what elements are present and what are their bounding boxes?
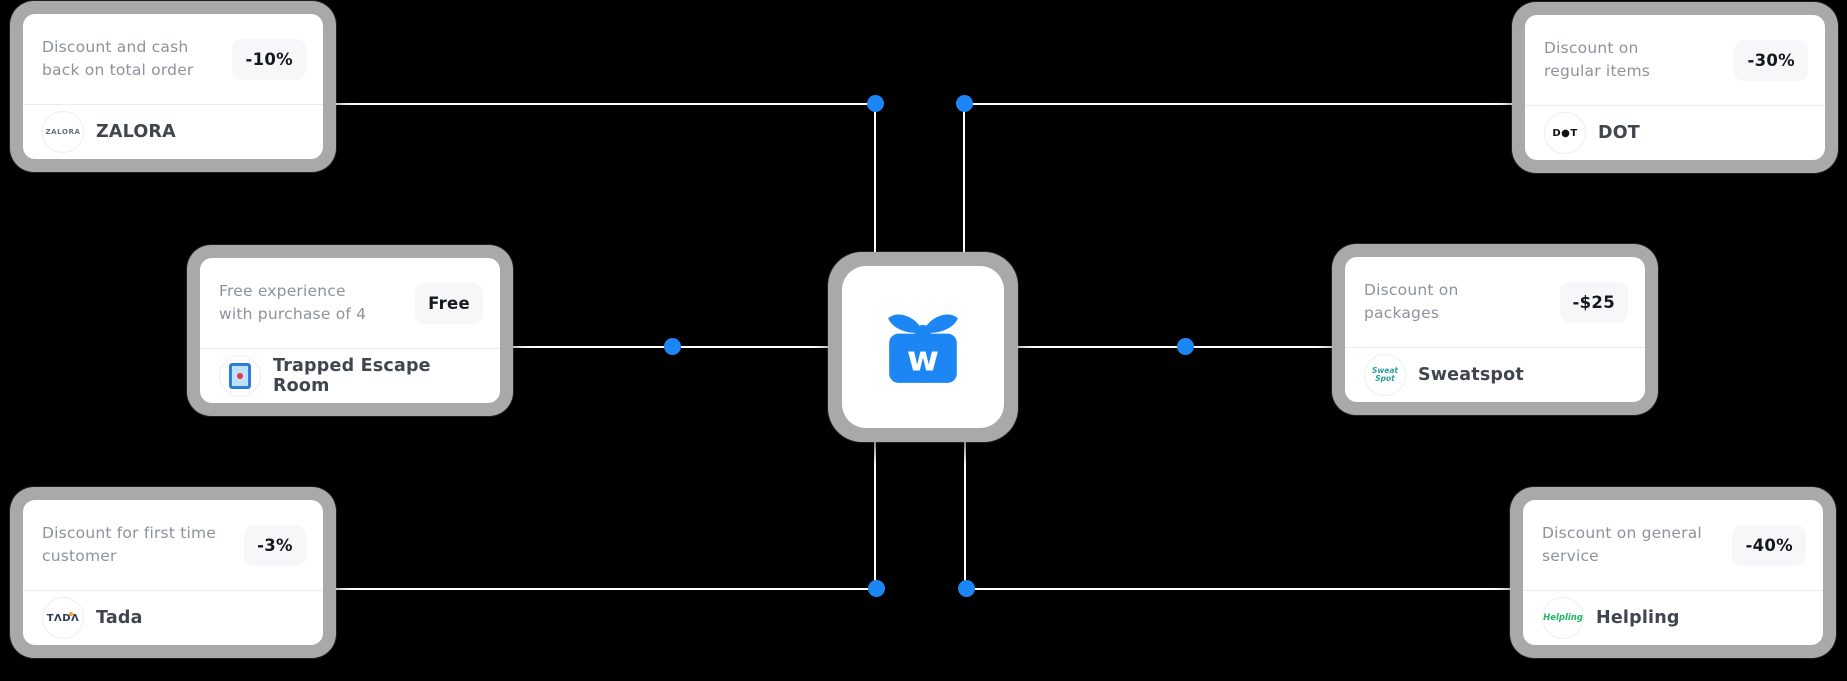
node-dot-bottom-left <box>868 580 885 597</box>
dot-logo: D●T <box>1544 112 1586 154</box>
offer-description-line1: Free experience <box>219 281 346 300</box>
sweatspot-logo-text: Sweat Spot <box>1371 365 1399 383</box>
escape-room-door-icon <box>229 363 251 389</box>
card-divider <box>23 590 323 591</box>
node-dot-top-left <box>867 95 884 112</box>
offer-card-dot-footer: D●T DOT <box>1525 106 1825 160</box>
connector-bottom-right-vertical <box>964 442 966 589</box>
tada-logo-text: TΛDΛ <box>46 611 80 624</box>
offer-card-tada: Discount for first time customer -3% TΛD… <box>10 487 336 658</box>
connector-top-right-vertical <box>963 104 965 252</box>
connector-bottom-left <box>336 588 871 590</box>
discount-badge: -30% <box>1734 39 1808 81</box>
offer-card-sweatspot-footer: Sweat Spot Sweatspot <box>1345 348 1645 402</box>
brand-name: DOT <box>1598 123 1640 143</box>
brand-name: Helpling <box>1596 608 1680 628</box>
offer-card-dot: Discount on regular items -30% D●T DOT <box>1512 2 1838 173</box>
brand-name: Tada <box>96 608 143 628</box>
offer-card-helpling-footer: Helpling Helpling <box>1523 591 1823 645</box>
card-divider <box>23 104 323 105</box>
node-dot-top-right <box>956 95 973 112</box>
offer-card-tada-footer: TΛDΛ Tada <box>23 591 323 645</box>
offer-description-line2: service <box>1542 547 1599 565</box>
offer-card-helpling-header: Discount on general service -40% <box>1523 500 1823 590</box>
connector-bottom-right <box>966 588 1510 590</box>
offer-card-dot-body: Discount on regular items -30% D●T DOT <box>1525 15 1825 160</box>
zalora-logo: ZALORA <box>42 111 84 153</box>
offer-card-zalora: Discount and cash back on total order -1… <box>10 1 336 172</box>
discount-badge: -10% <box>232 38 306 80</box>
tada-logo-accent-dot <box>69 611 74 616</box>
offer-description-line1: Discount on <box>1364 280 1459 299</box>
offer-card-helpling: Discount on general service -40% Helplin… <box>1510 487 1836 658</box>
discount-badge: -$25 <box>1559 281 1628 323</box>
card-divider <box>1525 105 1825 106</box>
discount-badge: Free <box>415 282 483 324</box>
offer-card-trapped-header: Free experience with purchase of 4 Free <box>200 258 500 348</box>
offer-card-helpling-body: Discount on general service -40% Helplin… <box>1523 500 1823 645</box>
brand-name: ZALORA <box>96 122 176 142</box>
offer-card-dot-header: Discount on regular items -30% <box>1525 15 1825 105</box>
connector-mid-right <box>1018 346 1332 348</box>
dot-logo-text: D●T <box>1552 127 1578 139</box>
offer-description: Discount and cash back on total order <box>42 36 194 83</box>
offer-card-sweatspot-body: Discount on packages -$25 Sweat Spot Swe… <box>1345 257 1645 402</box>
gift-box-w-icon: w <box>888 314 958 383</box>
card-divider <box>1345 347 1645 348</box>
node-dot-bottom-right <box>958 580 975 597</box>
offer-description-line1: Discount and cash <box>42 37 189 56</box>
node-dot-mid-left <box>664 338 681 355</box>
offer-description: Discount on packages <box>1364 279 1458 326</box>
offer-description: Discount on general service <box>1542 522 1702 569</box>
helpling-logo: Helpling <box>1542 597 1584 639</box>
offer-description-line1: Discount on <box>1544 38 1639 57</box>
offer-card-trapped-footer: Trapped Escape Room <box>200 349 500 403</box>
tada-logo-letters: TΛDΛ <box>46 612 80 624</box>
node-dot-mid-right <box>1177 338 1194 355</box>
hub-card: w <box>828 252 1018 442</box>
offer-card-sweatspot-header: Discount on packages -$25 <box>1345 257 1645 347</box>
card-divider <box>1523 590 1823 591</box>
offer-description-line2: packages <box>1364 304 1440 322</box>
hub-gift-logo: w <box>842 266 1004 428</box>
offer-description: Discount on regular items <box>1544 37 1650 84</box>
connector-top-left-vertical <box>874 104 876 252</box>
offer-card-trapped-body: Free experience with purchase of 4 Free … <box>200 258 500 403</box>
offer-card-zalora-body: Discount and cash back on total order -1… <box>23 14 323 159</box>
offer-description: Discount for first time customer <box>42 522 216 569</box>
offer-card-tada-body: Discount for first time customer -3% TΛD… <box>23 500 323 645</box>
connector-bottom-left-vertical <box>874 442 876 589</box>
zalora-logo-text: ZALORA <box>45 128 81 136</box>
card-divider <box>200 348 500 349</box>
helpling-logo-text: Helpling <box>1543 613 1583 623</box>
offer-description-line2: regular items <box>1544 62 1651 80</box>
offer-card-trapped-escape-room: Free experience with purchase of 4 Free … <box>187 245 513 416</box>
discount-badge: -3% <box>244 524 306 566</box>
discount-badge: -40% <box>1732 524 1806 566</box>
brand-name: Trapped Escape Room <box>273 356 431 396</box>
brand-name: Sweatspot <box>1418 365 1524 385</box>
offer-description: Free experience with purchase of 4 <box>219 280 366 327</box>
offer-card-zalora-footer: ZALORA ZALORA <box>23 105 323 159</box>
offer-description-line2: with purchase of 4 <box>219 305 367 323</box>
sweatspot-logo: Sweat Spot <box>1364 354 1406 396</box>
svg-text:w: w <box>907 340 939 380</box>
offer-card-tada-header: Discount for first time customer -3% <box>23 500 323 590</box>
door-peephole-dot <box>237 373 243 379</box>
trapped-escape-room-logo <box>219 355 261 397</box>
offer-description-line1: Discount on general <box>1542 523 1702 542</box>
offer-card-zalora-header: Discount and cash back on total order -1… <box>23 14 323 104</box>
connector-top-right <box>964 103 1513 105</box>
offer-card-sweatspot: Discount on packages -$25 Sweat Spot Swe… <box>1332 244 1658 415</box>
offer-description-line1: Discount for first time <box>42 523 217 542</box>
offer-description-line2: customer <box>42 547 117 565</box>
connector-top-left <box>336 103 870 105</box>
offer-description-line2: back on total order <box>42 61 194 79</box>
tada-logo: TΛDΛ <box>42 597 84 639</box>
